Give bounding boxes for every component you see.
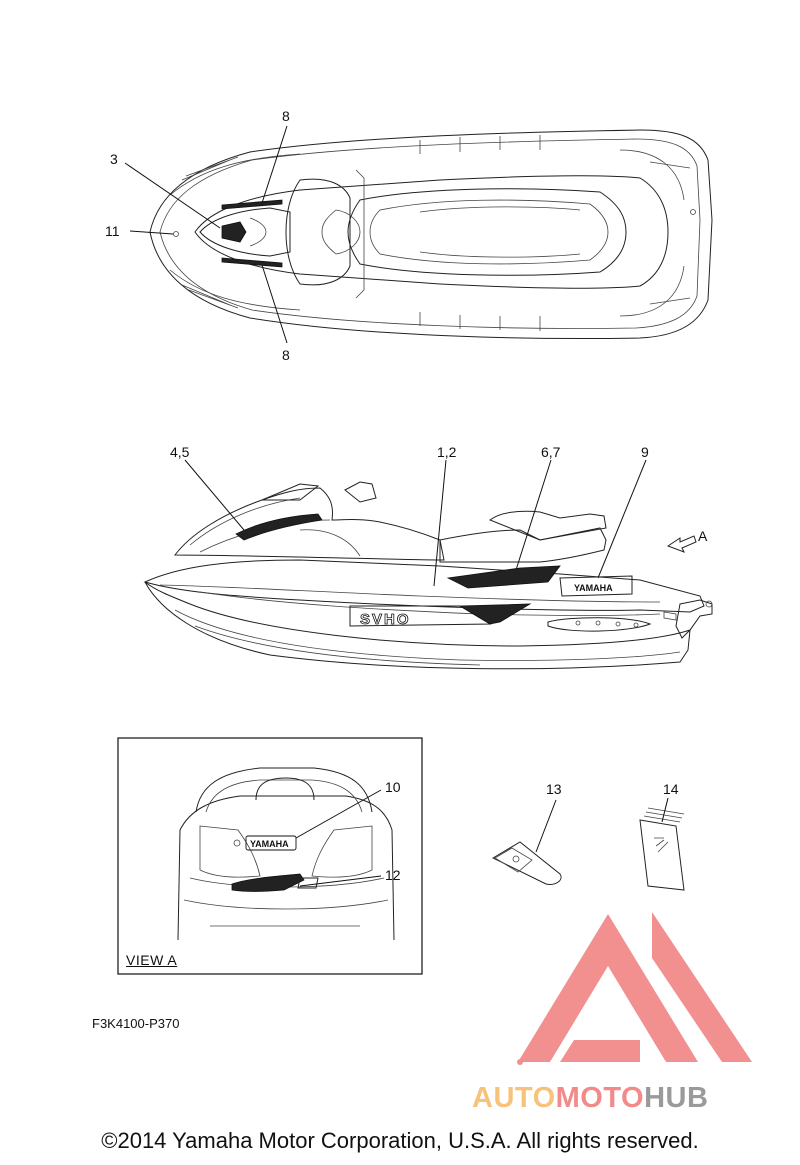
callout-13: 13	[546, 781, 562, 797]
copyright-notice: ©2014 Yamaha Motor Corporation, U.S.A. A…	[101, 1128, 699, 1153]
watermark-part1: AUTO	[472, 1082, 556, 1114]
side-view-watercraft: YAMAHA SVHO 4,5 1,2 6,7 9 A	[143, 444, 713, 670]
rear-yamaha-decal: YAMAHA	[250, 839, 289, 849]
view-a-panel: YAMAHA 10 12	[117, 737, 423, 975]
view-a-caption: VIEW A	[126, 952, 178, 968]
view-a-arrow-label: A	[698, 528, 708, 544]
callout-10: 10	[385, 779, 401, 795]
callout-8-bottom: 8	[282, 347, 290, 363]
callout-3: 3	[110, 151, 118, 167]
callout-1-2: 1,2	[437, 444, 457, 460]
part-14-document-bag: 14	[639, 781, 685, 891]
watermark-text: AUTOMOTOHUB	[472, 1082, 708, 1115]
side-yamaha-decal: YAMAHA	[574, 583, 613, 593]
part-13-pouch: 13	[491, 781, 562, 885]
callout-12: 12	[385, 867, 401, 883]
svho-decal: SVHO	[360, 611, 411, 628]
diagram-code: F3K4100-P370	[92, 1016, 180, 1031]
top-view-watercraft: 3 8 11 8	[105, 108, 713, 363]
watermark-part3: HUB	[644, 1082, 709, 1114]
callout-8-top: 8	[282, 108, 290, 124]
callout-9: 9	[641, 444, 649, 460]
callout-6-7: 6,7	[541, 444, 561, 460]
callout-11: 11	[105, 223, 120, 239]
automotohub-logo-icon	[517, 912, 752, 1065]
callout-4-5: 4,5	[170, 444, 190, 460]
callout-14: 14	[663, 781, 679, 797]
watermark-part2: MOTO	[555, 1082, 645, 1114]
